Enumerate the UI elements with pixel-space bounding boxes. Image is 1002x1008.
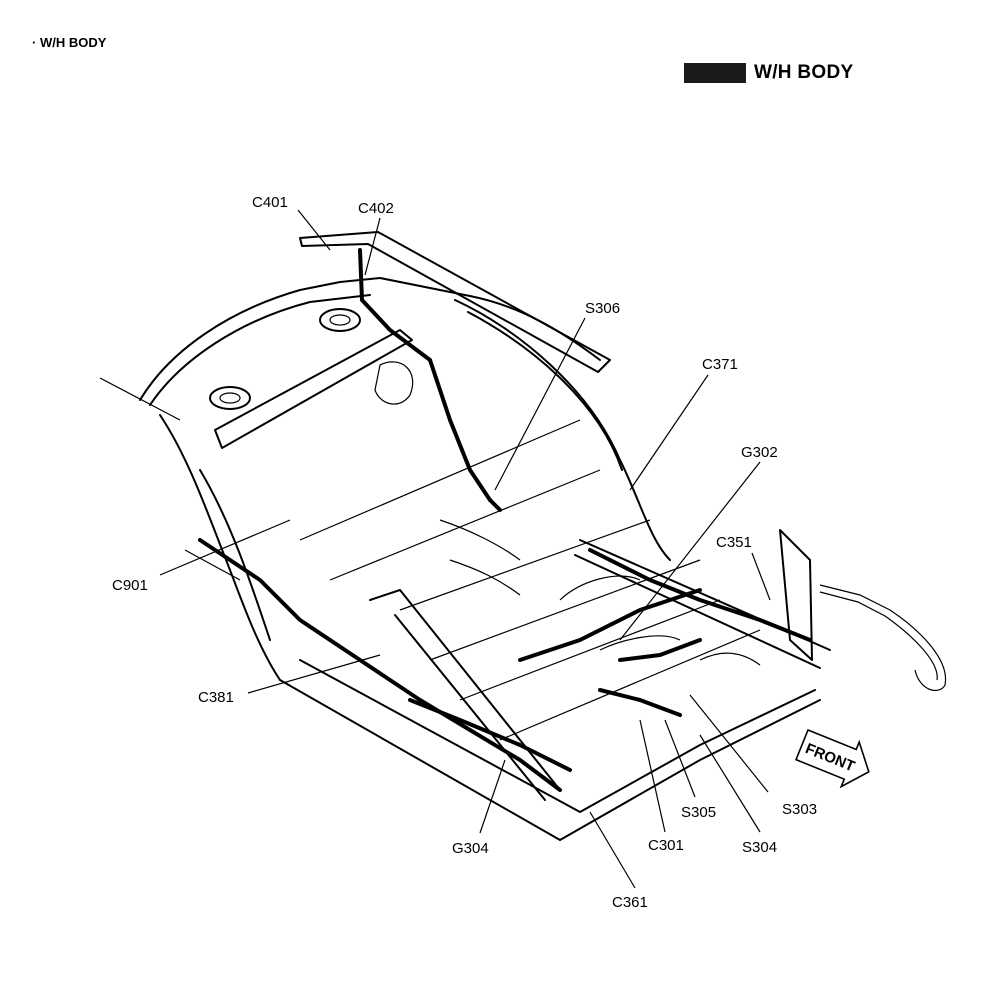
wire-harness: [198, 248, 812, 792]
callout-c301: C301: [648, 837, 684, 854]
callout-c402: C402: [358, 200, 394, 217]
callout-g302: G302: [741, 444, 778, 461]
callout-c901: C901: [112, 577, 148, 594]
car-body-outline: [139, 231, 947, 841]
callout-s306: S306: [585, 300, 620, 317]
front-arrow-icon: FRONT: [794, 728, 870, 789]
callout-s305: S305: [681, 804, 716, 821]
callout-c401: C401: [252, 194, 288, 211]
callout-c371: C371: [702, 356, 738, 373]
title-group: W/H BODY: [684, 62, 854, 84]
page-title: W/H BODY: [754, 62, 854, 83]
title-marker: [684, 63, 746, 83]
section-label: · W/H BODY: [32, 35, 107, 50]
callout-c351: C351: [716, 534, 752, 551]
callout-g304: G304: [452, 840, 489, 857]
callout-c361: C361: [612, 894, 648, 911]
callout-labels: C401 C402 S306 C371 G302 C351 C901 C381 …: [112, 194, 817, 911]
callout-s303: S303: [782, 801, 817, 818]
leader-lines: [99, 209, 771, 889]
callout-s304: S304: [742, 839, 777, 856]
callout-c381: C381: [198, 689, 234, 706]
